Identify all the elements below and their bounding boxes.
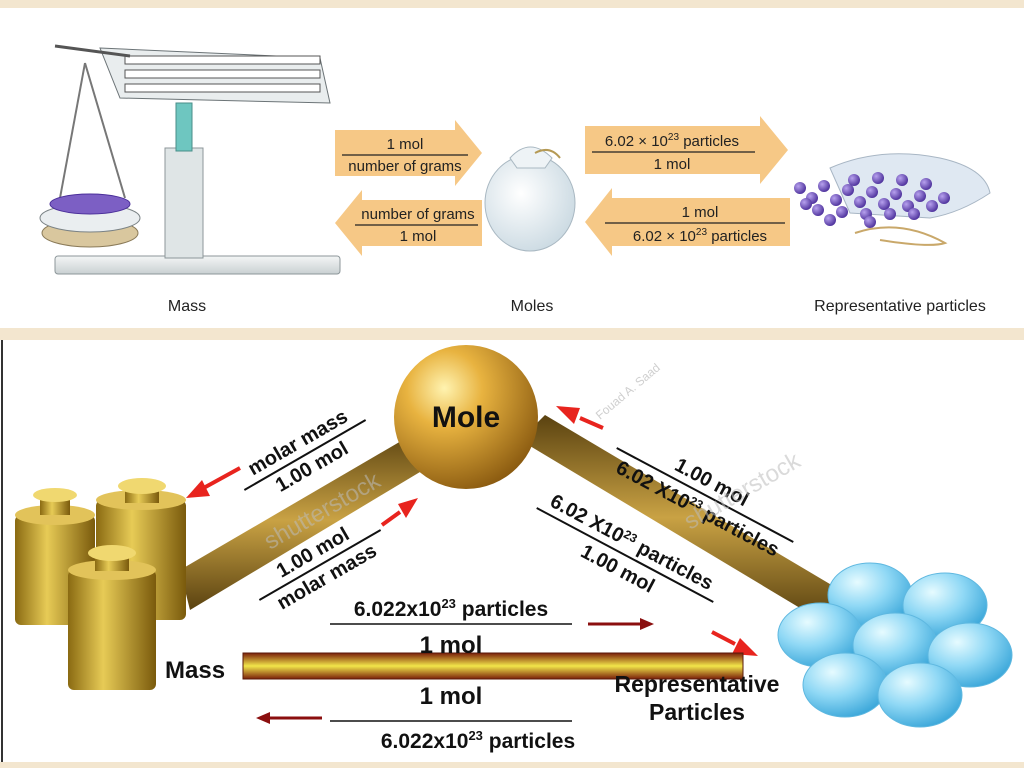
arrow-moles-to-particles: 6.02 × 1023 particles 1 mol bbox=[585, 116, 788, 184]
balance-scale-icon bbox=[39, 44, 341, 275]
arrow-1-denominator: number of grams bbox=[348, 158, 461, 175]
fraction-mass-to-particles: 6.022x1023 particles 1 mol bbox=[330, 596, 572, 659]
svg-text:1 mol: 1 mol bbox=[420, 683, 483, 710]
particle-dot bbox=[836, 206, 848, 218]
particles-cluster-icon bbox=[777, 562, 1013, 728]
particle-dot bbox=[890, 188, 902, 200]
particle-dot bbox=[848, 174, 860, 186]
particle-dot bbox=[938, 192, 950, 204]
arrow-bar-left bbox=[256, 712, 322, 724]
arrow-3-denominator: 1 mol bbox=[654, 156, 691, 173]
arrow-to-mole-left bbox=[380, 498, 418, 527]
particle-dot bbox=[812, 204, 824, 216]
arrow-to-mole-right bbox=[556, 406, 604, 430]
arrow-to-mass bbox=[186, 466, 241, 498]
arrow-4-numerator: 1 mol bbox=[682, 204, 719, 221]
mass-weights-icon bbox=[15, 478, 186, 690]
bottom-panel: Mole molar mass 1.00 mol 1.00 mol molar … bbox=[0, 340, 1024, 762]
rod-left bbox=[180, 430, 440, 610]
rod-right bbox=[520, 415, 840, 620]
particle-dot bbox=[866, 186, 878, 198]
particle-dot bbox=[872, 172, 884, 184]
particle-dot bbox=[908, 208, 920, 220]
bottom-diagram: Mole molar mass 1.00 mol 1.00 mol molar … bbox=[1, 340, 1013, 762]
arrow-2-numerator: number of grams bbox=[361, 206, 474, 223]
particle-dot bbox=[794, 182, 806, 194]
mole-bag-icon bbox=[484, 146, 576, 252]
label-representative-particles: Representative particles bbox=[814, 298, 986, 315]
particle-sphere bbox=[927, 622, 1013, 688]
particle-dot bbox=[878, 198, 890, 210]
particle-dot bbox=[914, 190, 926, 202]
rep-particles-label-2: Particles bbox=[649, 699, 745, 725]
particle-dot bbox=[926, 200, 938, 212]
particle-dot bbox=[824, 214, 836, 226]
label-moles: Moles bbox=[511, 298, 554, 315]
arrow-moles-to-mass: number of grams 1 mol bbox=[335, 190, 482, 256]
particle-dot bbox=[842, 184, 854, 196]
arrow-4-denominator: 6.02 × 1023 particles bbox=[633, 227, 767, 245]
particle-dot bbox=[854, 196, 866, 208]
particle-dot bbox=[920, 178, 932, 190]
author-watermark: Fouad A. Saad bbox=[593, 361, 663, 423]
particle-dot bbox=[884, 208, 896, 220]
mole-sphere: Mole bbox=[394, 345, 538, 489]
arrow-2-denominator: 1 mol bbox=[400, 228, 437, 245]
rep-particles-label-1: Representative bbox=[615, 671, 780, 697]
svg-text:6.022x1023 particles: 6.022x1023 particles bbox=[381, 728, 575, 753]
arrow-1-numerator: 1 mol bbox=[387, 136, 424, 153]
particle-dot bbox=[864, 216, 876, 228]
arrow-particles-to-moles: 1 mol 6.02 × 1023 particles bbox=[585, 188, 790, 256]
label-mass: Mass bbox=[168, 298, 206, 315]
svg-text:6.022x1023 particles: 6.022x1023 particles bbox=[354, 596, 548, 621]
svg-text:1 mol: 1 mol bbox=[420, 632, 483, 659]
mass-particles-bar bbox=[242, 652, 744, 680]
arrow-to-particles bbox=[711, 630, 758, 656]
top-diagram: 1 mol number of grams number of grams 1 … bbox=[39, 44, 991, 315]
mole-label: Mole bbox=[432, 401, 500, 434]
particle-dot bbox=[818, 180, 830, 192]
particle-dot bbox=[896, 174, 908, 186]
mass-label: Mass bbox=[165, 657, 225, 684]
arrow-bar-right bbox=[588, 618, 654, 630]
particles-pile-icon bbox=[794, 153, 991, 246]
particle-dot bbox=[830, 194, 842, 206]
particle-sphere bbox=[877, 662, 963, 728]
arrow-3-numerator: 6.02 × 1023 particles bbox=[605, 132, 739, 150]
fraction-particles-to-mass: 1 mol 6.022x1023 particles bbox=[330, 683, 575, 753]
particle-dot bbox=[800, 198, 812, 210]
top-panel: 1 mol number of grams number of grams 1 … bbox=[0, 8, 1024, 328]
arrow-mass-to-moles: 1 mol number of grams bbox=[335, 120, 482, 186]
particle-sphere bbox=[802, 652, 888, 718]
